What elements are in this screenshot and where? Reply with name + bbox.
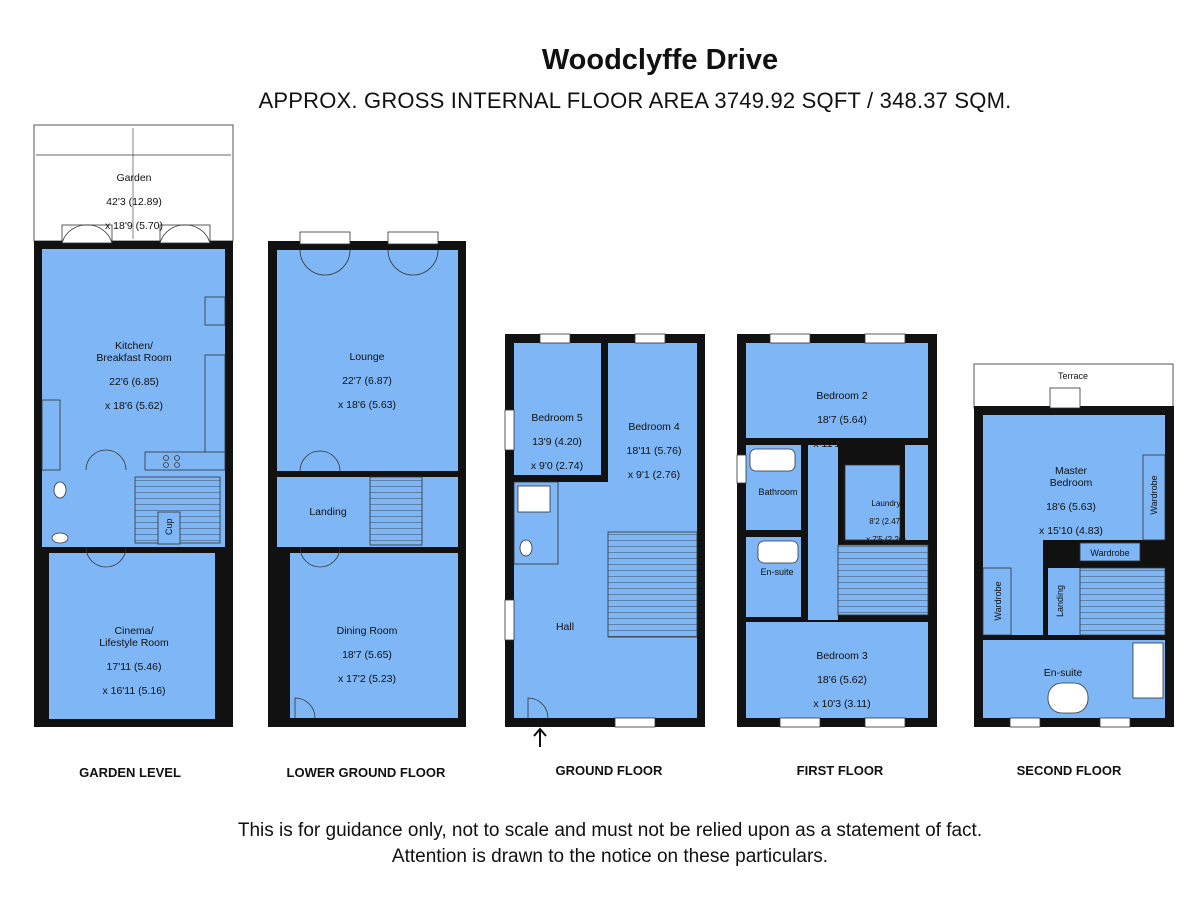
wardrobe-left [982, 567, 1012, 636]
first-floor-plan [736, 333, 937, 728]
room-terrace: Terrace [1057, 371, 1088, 381]
level-label-garden: GARDEN LEVEL [79, 765, 181, 780]
room-wardrobe-right: Wardrobe [1149, 475, 1159, 515]
lower-ground-stairs [369, 476, 423, 546]
cupboard [157, 511, 181, 545]
room-laundry: Laundry 8'2 (2.47) x 7'5 (2.26) [866, 499, 906, 544]
room-cupboard: Cup [164, 518, 174, 535]
level-label-lower-ground: LOWER GROUND FLOOR [286, 765, 446, 780]
room-bedroom-3: Bedroom 3 18'6 (5.62) x 10'3 (3.11) [813, 650, 871, 710]
room-dining: Dining Room 18'7 (5.65) x 17'2 (5.23) [336, 625, 398, 685]
second-floor-stairs [1079, 567, 1166, 636]
disclaimer-line-1: This is for guidance only, not to scale … [237, 820, 983, 841]
floor-area-subtitle: APPROX. GROSS INTERNAL FLOOR AREA 3749.9… [258, 88, 1012, 113]
room-landing-lower: Landing [309, 506, 347, 518]
room-bedroom-4: Bedroom 4 18'11 (5.76) x 9'1 (2.76) [626, 421, 682, 481]
room-bathroom: Bathroom [758, 487, 798, 497]
front-door [527, 697, 549, 719]
garden-level-plan [33, 124, 234, 727]
room-master-bedroom: Master Bedroom 18'6 (5.63) x 15'10 (4.83… [1039, 465, 1103, 537]
room-garden: Garden 42'3 (12.89) x 18'9 (5.70) [104, 172, 164, 232]
room-bedroom-5: Bedroom 5 13'9 (4.20) x 9'0 (2.74) [530, 412, 584, 472]
room-cinema: Cinema/ Lifestyle Room 17'11 (5.46) x 16… [99, 625, 169, 697]
wardrobe-right [1142, 454, 1166, 541]
level-label-first: FIRST FLOOR [796, 763, 884, 778]
disclaimer-line-2: Attention is drawn to the notice on thes… [391, 846, 829, 867]
room-hall: Hall [555, 621, 575, 633]
ground-floor-plan [504, 333, 705, 747]
disclaimer: This is for guidance only, not to scale … [0, 818, 1200, 870]
room-bedroom-2: Bedroom 2 18'7 (5.64) x 11'1 (3.38) [813, 390, 871, 450]
lower-ground-floor-plan [268, 231, 466, 727]
level-label-second: SECOND FLOOR [1016, 763, 1122, 778]
room-kitchen: Kitchen/ Breakfast Room 22'6 (6.85) x 18… [96, 340, 172, 412]
entrance-arrow-icon [533, 727, 547, 747]
plan-title: Woodclyffe Drive [541, 44, 779, 76]
second-floor-plan [973, 363, 1174, 728]
room-wardrobe-middle: Wardrobe [1090, 548, 1130, 558]
room-lounge: Lounge 22'7 (6.87) x 18'6 (5.63) [337, 351, 397, 411]
room-wardrobe-left: Wardrobe [993, 581, 1003, 621]
first-floor-stairs [837, 544, 929, 616]
room-landing-second: Landing [1055, 584, 1065, 618]
laundry-room [844, 464, 901, 541]
room-ensuite-master: En-suite [1043, 667, 1083, 679]
room-ensuite-first: En-suite [760, 567, 794, 577]
wardrobe-middle [1079, 542, 1141, 562]
ground-stairs [607, 531, 698, 638]
dining-door [294, 697, 316, 719]
level-label-ground: GROUND FLOOR [555, 763, 663, 778]
